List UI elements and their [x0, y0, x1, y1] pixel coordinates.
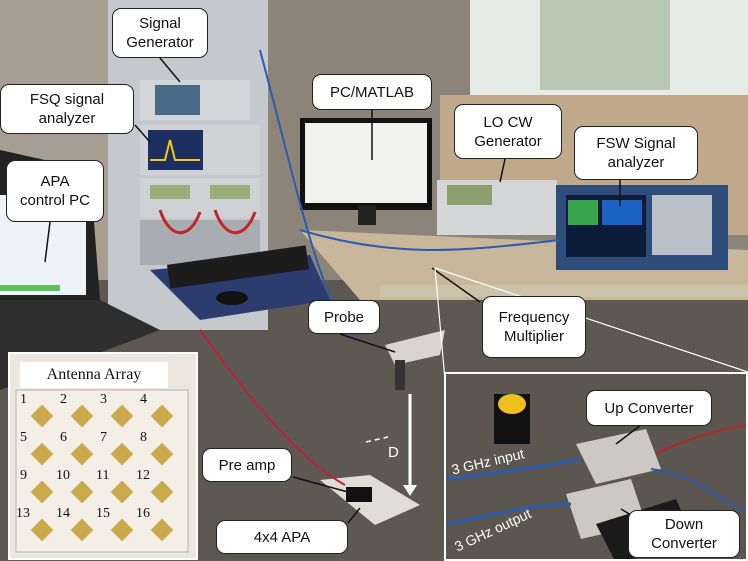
antenna-element-number: 1 [20, 392, 27, 407]
antenna-patch [110, 518, 134, 542]
antenna-element-number: 4 [140, 392, 147, 407]
pre-amp-callout: Pre amp [202, 448, 292, 482]
antenna-element-number: 7 [100, 430, 107, 445]
fsq-analyzer-callout: FSQ signal analyzer [0, 84, 134, 134]
frequency-multiplier-callout: Frequency Multiplier [482, 296, 586, 358]
antenna-array-board [15, 389, 189, 553]
antenna-element-number: 10 [56, 468, 70, 483]
pc-matlab-callout: PC/MATLAB [312, 74, 432, 110]
lo-cw-generator-callout: LO CW Generator [454, 104, 562, 159]
fsw-analyzer-callout: FSW Signal analyzer [574, 126, 698, 180]
antenna-array-title: Antenna Array [20, 362, 168, 388]
antenna-patch [110, 480, 134, 504]
antenna-element-number: 13 [16, 506, 30, 521]
signal-generator-callout: Signal Generator [112, 8, 208, 58]
antenna-element-number: 11 [96, 468, 110, 483]
up-converter-callout: Up Converter [586, 390, 712, 426]
distance-d-label: D [388, 444, 399, 461]
antenna-element-number: 2 [60, 392, 67, 407]
antenna-element-number: 6 [60, 430, 67, 445]
distance-arrow [365, 394, 417, 496]
antenna-element-number: 3 [100, 392, 107, 407]
antenna-element-number: 8 [140, 430, 147, 445]
callout-pointer-lines [44, 57, 621, 524]
4x4-apa-callout: 4x4 APA [216, 520, 348, 554]
antenna-element-number: 15 [96, 506, 110, 521]
probe-callout: Probe [308, 300, 380, 334]
antenna-element-number: 5 [20, 430, 27, 445]
antenna-element-number: 9 [20, 468, 27, 483]
down-converter-callout: Down Converter [628, 510, 740, 558]
apa-control-pc-callout: APA control PC [6, 160, 104, 222]
antenna-element-number: 14 [56, 506, 70, 521]
antenna-element-number: 12 [136, 468, 150, 483]
antenna-element-number: 16 [136, 506, 150, 521]
